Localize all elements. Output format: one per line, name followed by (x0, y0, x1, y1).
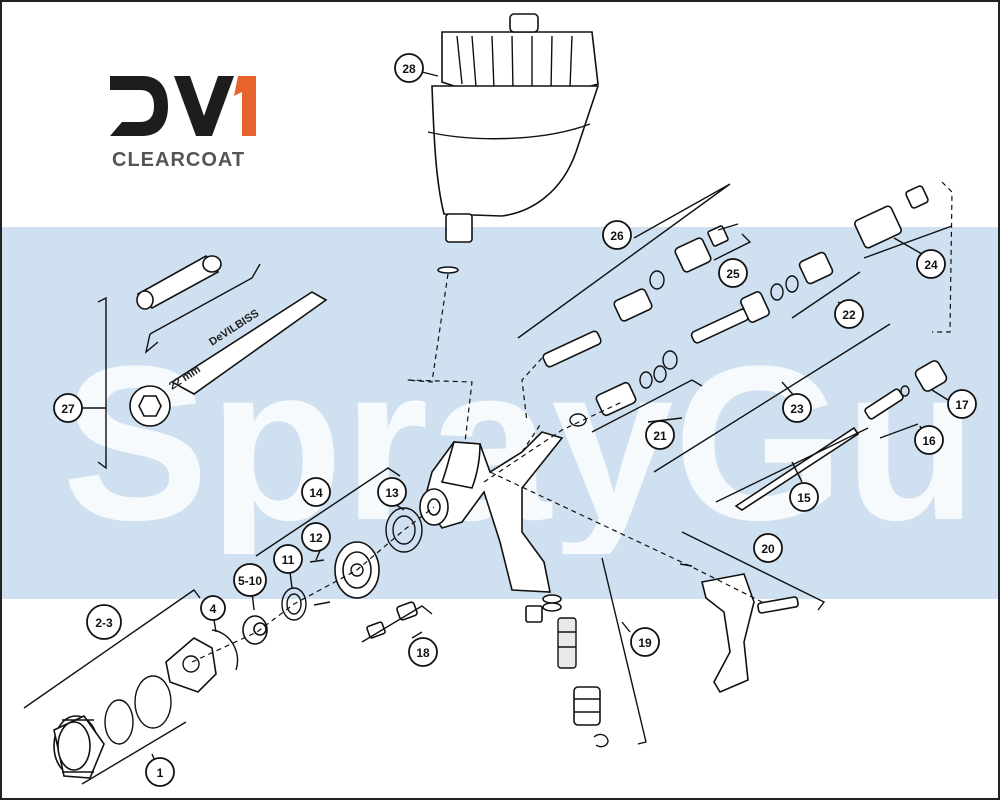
callout-circle (301, 522, 331, 552)
callout-28: 28 (394, 53, 424, 83)
tool-kit: DeVILBISS 22 mm (129, 254, 328, 427)
callout-number: 5-10 (238, 574, 262, 588)
air-valve-assembly (690, 185, 929, 344)
dv1-logo: CLEARCOAT (98, 70, 268, 175)
screw-12b (313, 601, 331, 606)
separator-gasket (385, 507, 423, 553)
logo-subtitle: CLEARCOAT (112, 149, 245, 171)
callout-21: 21 (645, 420, 675, 450)
callout-27: 27 (53, 393, 83, 423)
callout-19: 19 (630, 627, 660, 657)
callout-number: 24 (924, 258, 938, 272)
callout-circle (301, 477, 331, 507)
callout-circle (602, 220, 632, 250)
callout-15: 15 (789, 482, 819, 512)
callout-circle (145, 757, 175, 787)
fluid-needle (734, 360, 948, 511)
trigger (679, 563, 799, 694)
air-cap-ring (53, 675, 172, 779)
callout-circle (630, 627, 660, 657)
callout-number: 22 (842, 308, 856, 322)
callout-4: 4 (200, 595, 226, 621)
callout-5-10: 5-10 (233, 563, 267, 597)
dv1-logo-mark: CLEARCOAT (110, 76, 256, 171)
callout-number: 25 (726, 267, 740, 281)
callout-circle (273, 544, 303, 574)
callout-number: 15 (797, 491, 811, 505)
callout-group: 28 26 25 24 22 23 21 17 16 15 27 14 13 12 11 5-10 4 2-3 18… (53, 53, 977, 787)
paint-cup (427, 13, 600, 274)
callout-13: 13 (377, 477, 407, 507)
callout-14: 14 (301, 477, 331, 507)
callout-number: 28 (402, 62, 416, 76)
callout-number: 26 (610, 229, 624, 243)
callout-number: 27 (61, 402, 75, 416)
callout-20: 20 (753, 533, 783, 563)
callout-number: 18 (416, 646, 430, 660)
callout-2-3: 2-3 (86, 604, 122, 640)
air-cap (165, 629, 239, 693)
callout-12: 12 (301, 522, 331, 552)
callout-22: 22 (834, 299, 864, 329)
callout-circle (789, 482, 819, 512)
callout-circle (914, 425, 944, 455)
callout-number: 4 (210, 602, 217, 616)
fluid-nozzle (242, 615, 268, 645)
callout-circle (200, 595, 226, 621)
callout-circle (233, 563, 267, 597)
callout-circle (394, 53, 424, 83)
callout-number: 12 (309, 531, 323, 545)
callout-circle (645, 420, 675, 450)
callout-number: 2-3 (95, 616, 113, 630)
callout-17: 17 (947, 389, 977, 419)
adjust-valve (366, 601, 418, 639)
fluid-needle-packing-assembly (542, 223, 739, 368)
air-inlet-parts (525, 594, 609, 748)
callout-circle (53, 393, 83, 423)
callout-number: 20 (761, 542, 775, 556)
callout-circle (834, 299, 864, 329)
callout-circle (916, 249, 946, 279)
callout-number: 16 (922, 434, 936, 448)
callout-24: 24 (916, 249, 946, 279)
gun-body (419, 431, 564, 593)
callout-number: 17 (955, 398, 969, 412)
cup-dash-line (406, 273, 473, 443)
spreader-valve-assembly (569, 350, 678, 427)
callout-circle (753, 533, 783, 563)
callout-circle (408, 637, 438, 667)
callout-circle (947, 389, 977, 419)
callout-circle (782, 393, 812, 423)
callout-11: 11 (273, 544, 303, 574)
callout-number: 11 (282, 553, 295, 567)
screw-12 (309, 559, 325, 563)
callout-circle (718, 258, 748, 288)
callout-circle (377, 477, 407, 507)
callout-18: 18 (408, 637, 438, 667)
callout-23: 23 (782, 393, 812, 423)
callout-26: 26 (602, 220, 632, 250)
callout-number: 19 (638, 636, 652, 650)
callout-number: 13 (385, 486, 399, 500)
callout-number: 23 (790, 402, 804, 416)
callout-number: 21 (653, 429, 667, 443)
callout-16: 16 (914, 425, 944, 455)
callout-circle (86, 604, 122, 640)
callout-1: 1 (145, 757, 175, 787)
callout-number: 14 (309, 486, 323, 500)
baffle-seal (281, 587, 307, 621)
callout-25: 25 (718, 258, 748, 288)
callout-number: 1 (157, 766, 164, 780)
